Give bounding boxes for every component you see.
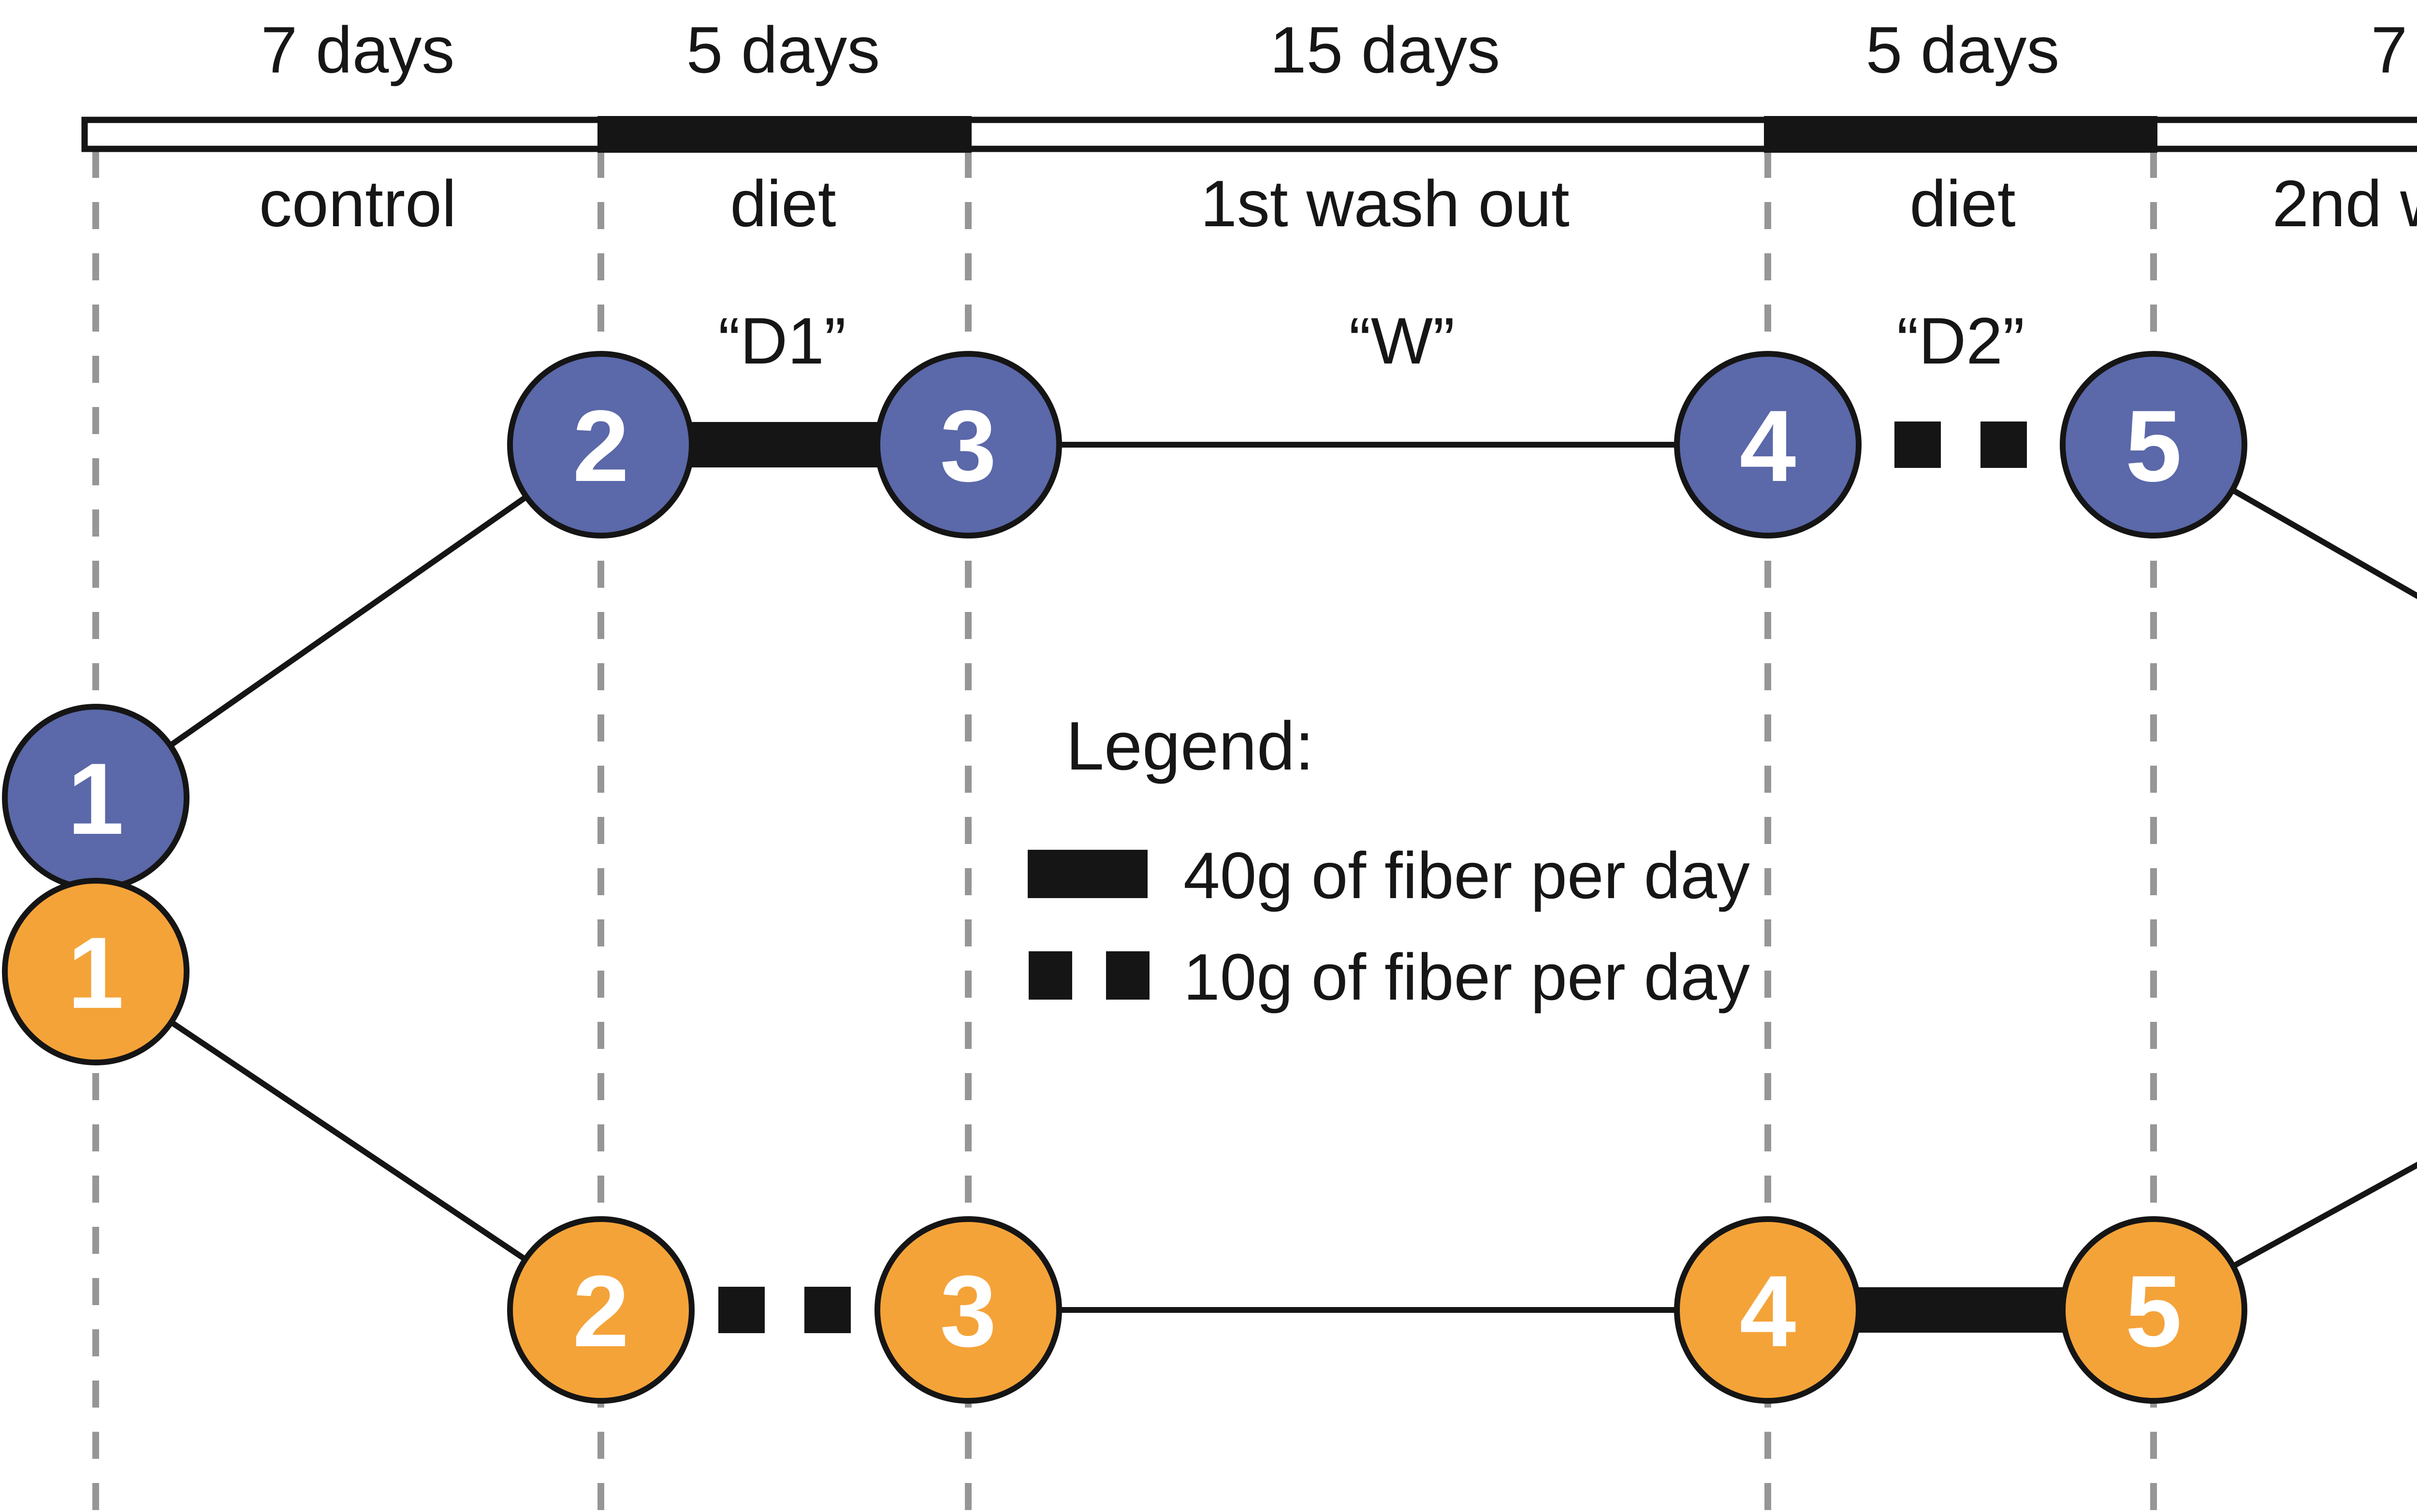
legend-swatch-10g-square-a xyxy=(1029,951,1072,1000)
legend-title: Legend: xyxy=(1066,708,1314,785)
node-orange-3 xyxy=(874,1216,1062,1404)
legend-swatch-40g-bar xyxy=(1028,850,1148,898)
node-blue-4 xyxy=(1674,351,1862,538)
phase-labels: control diet 1st wash out diet 2nd wash … xyxy=(259,167,2417,240)
legend-label-10g: 10g of fiber per day xyxy=(1183,940,1750,1014)
node-blue-3 xyxy=(874,351,1062,538)
timeline-diet-segment-d1 xyxy=(597,116,972,153)
node-orange-1 xyxy=(2,878,189,1065)
node-blue-5 xyxy=(2060,351,2247,538)
connector-lines xyxy=(94,442,2417,1313)
sub-label-d1: “D1” xyxy=(718,304,846,378)
phase-label-control: control xyxy=(259,167,456,240)
connector-blue-5-6 xyxy=(2152,442,2417,599)
legend-label-40g: 40g of fiber per day xyxy=(1183,839,1750,912)
legend-swatch-10g-square-b xyxy=(1106,951,1150,1000)
node-blue-2 xyxy=(507,351,695,538)
period-code-labels: “D1” “W” “D2” xyxy=(718,304,2024,378)
duration-label-washout1: 15 days xyxy=(1270,13,1500,87)
fiber-10g-square-blue-b xyxy=(1980,422,2027,468)
node-numbers: 1 2 3 4 5 6 1 2 3 4 5 6 xyxy=(68,389,2182,1368)
phase-label-washout2: 2nd wash out xyxy=(2272,167,2417,240)
node-number-blue-3: 3 xyxy=(940,389,997,503)
sub-label-d2: “D2” xyxy=(1897,304,2024,378)
node-number-orange-5: 5 xyxy=(2126,1254,2182,1368)
node-number-blue-5: 5 xyxy=(2126,389,2182,503)
sub-label-w: “W” xyxy=(1349,304,1455,378)
connector-orange-5-6 xyxy=(2152,1162,2417,1313)
duration-label-diet1: 5 days xyxy=(686,13,880,87)
node-number-orange-4: 4 xyxy=(1740,1254,1796,1368)
duration-labels: 7 days 5 days 15 days 5 days 7 days xyxy=(261,13,2417,87)
node-number-blue-2: 2 xyxy=(573,389,629,503)
node-number-blue-1: 1 xyxy=(68,742,124,856)
fiber-10g-square-orange-b xyxy=(804,1287,851,1333)
fiber-10g-links xyxy=(718,422,2027,1333)
node-number-orange-1: 1 xyxy=(68,916,124,1030)
fiber-10g-square-orange-a xyxy=(718,1287,765,1333)
node-orange-2 xyxy=(507,1216,695,1404)
orange-arm-nodes xyxy=(2,878,2247,1404)
duration-label-control: 7 days xyxy=(261,13,455,87)
duration-label-diet2: 5 days xyxy=(1866,13,2060,87)
node-number-orange-3: 3 xyxy=(940,1254,997,1368)
legend: Legend: 40g of fiber per day 10g of fibe… xyxy=(1028,708,1750,1014)
duration-label-washout2: 7 days xyxy=(2371,13,2417,87)
connector-orange-1-2 xyxy=(94,969,603,1312)
phase-label-diet1: diet xyxy=(730,167,836,240)
connector-blue-1-2 xyxy=(94,442,603,800)
phase-label-diet2: diet xyxy=(1909,167,2015,240)
blue-arm-nodes xyxy=(2,351,2247,891)
node-number-orange-2: 2 xyxy=(573,1254,629,1368)
node-orange-5 xyxy=(2060,1216,2247,1404)
phase-label-washout1: 1st wash out xyxy=(1200,167,1570,240)
timeline-diet-segment-d2 xyxy=(1764,116,2157,153)
node-orange-4 xyxy=(1674,1216,1862,1404)
fiber-10g-square-blue-a xyxy=(1894,422,1941,468)
node-number-blue-4: 4 xyxy=(1740,389,1796,503)
